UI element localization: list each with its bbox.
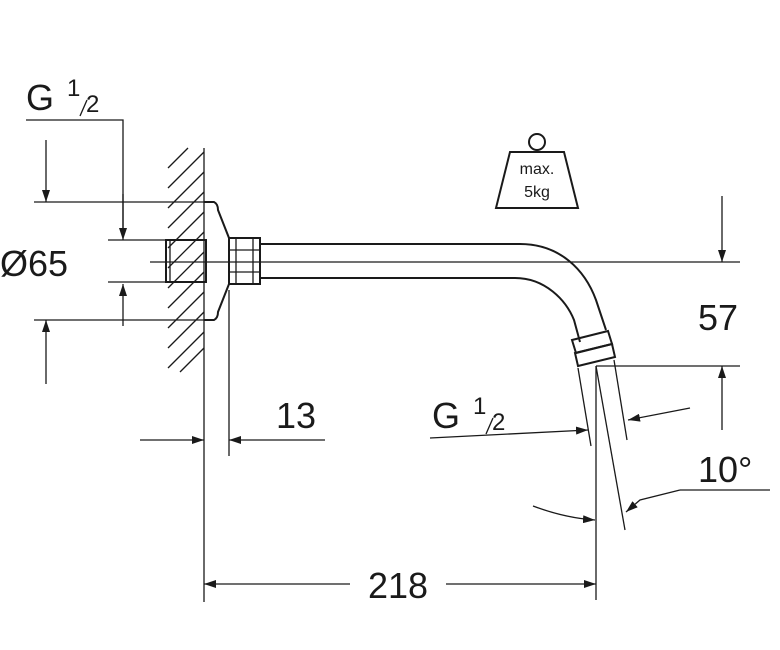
escutcheon-rosette — [204, 201, 230, 321]
weight-badge-line1: max. — [520, 161, 555, 178]
weight-badge: max. 5kg — [494, 133, 580, 209]
angle-dimension: 10° — [532, 365, 770, 600]
height-dimension: 57 — [596, 196, 740, 430]
thread-top-main: G — [26, 77, 54, 118]
thread-label-outlet: G 1 2 — [429, 359, 691, 447]
weight-badge-line2: 5kg — [524, 184, 550, 201]
thread-label-top: G 1 2 — [26, 75, 166, 326]
shower-arm-pipe — [260, 243, 607, 343]
length-label: 218 — [368, 565, 428, 606]
height-label: 57 — [698, 297, 738, 338]
thread-top-den: 2 — [86, 91, 99, 118]
wall-connector — [165, 239, 207, 283]
diameter-dimension: Ø65 — [0, 140, 204, 384]
arm-nut — [228, 237, 261, 285]
length-dimension: 218 — [203, 372, 596, 606]
wall-hatching — [167, 147, 205, 373]
angle-label: 10° — [698, 449, 752, 490]
wall-depth-label: 13 — [276, 395, 316, 436]
thread-outlet-den: 2 — [492, 409, 505, 436]
diameter-label: Ø65 — [0, 243, 68, 284]
thread-outlet-main: G — [432, 395, 460, 436]
thread-top-num: 1 — [67, 75, 80, 102]
outlet-fitting — [570, 329, 617, 368]
wall-depth-dimension: 13 — [140, 290, 325, 456]
thread-outlet-num: 1 — [473, 393, 486, 420]
